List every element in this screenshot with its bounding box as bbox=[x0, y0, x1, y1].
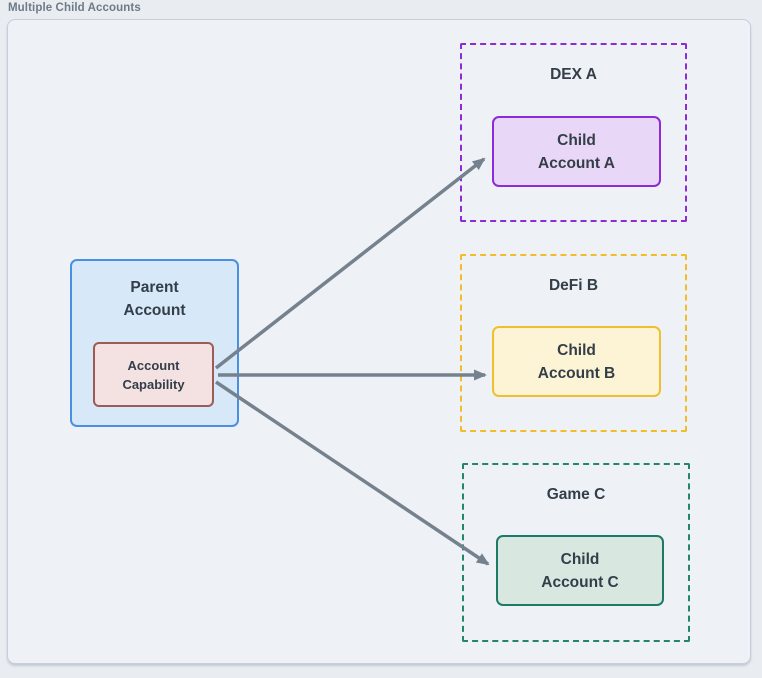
group-dex-a: DEX A Child Account A bbox=[460, 43, 687, 222]
parent-account-node: Parent Account Account Capability bbox=[70, 259, 239, 427]
group-defi-b: DeFi B Child Account B bbox=[460, 254, 687, 432]
child-account-c-label: Child Account C bbox=[541, 550, 619, 591]
group-game-c-label: Game C bbox=[546, 486, 606, 503]
child-account-c-node: Child Account C bbox=[496, 535, 664, 606]
account-capability-node: Account Capability bbox=[93, 342, 214, 407]
child-account-b-node: Child Account B bbox=[492, 326, 661, 397]
child-account-a-label: Child Account A bbox=[538, 131, 615, 172]
group-defi-b-label: DeFi B bbox=[548, 277, 599, 294]
diagram-title: Multiple Child Accounts bbox=[8, 2, 141, 14]
group-dex-a-label: DEX A bbox=[550, 66, 597, 83]
child-account-a-node: Child Account A bbox=[492, 116, 661, 187]
account-capability-label: Account Capability bbox=[122, 357, 185, 392]
parent-account-label: Parent Account bbox=[123, 279, 186, 319]
group-game-c: Game C Child Account C bbox=[462, 463, 690, 642]
child-account-b-label: Child Account B bbox=[537, 341, 616, 382]
